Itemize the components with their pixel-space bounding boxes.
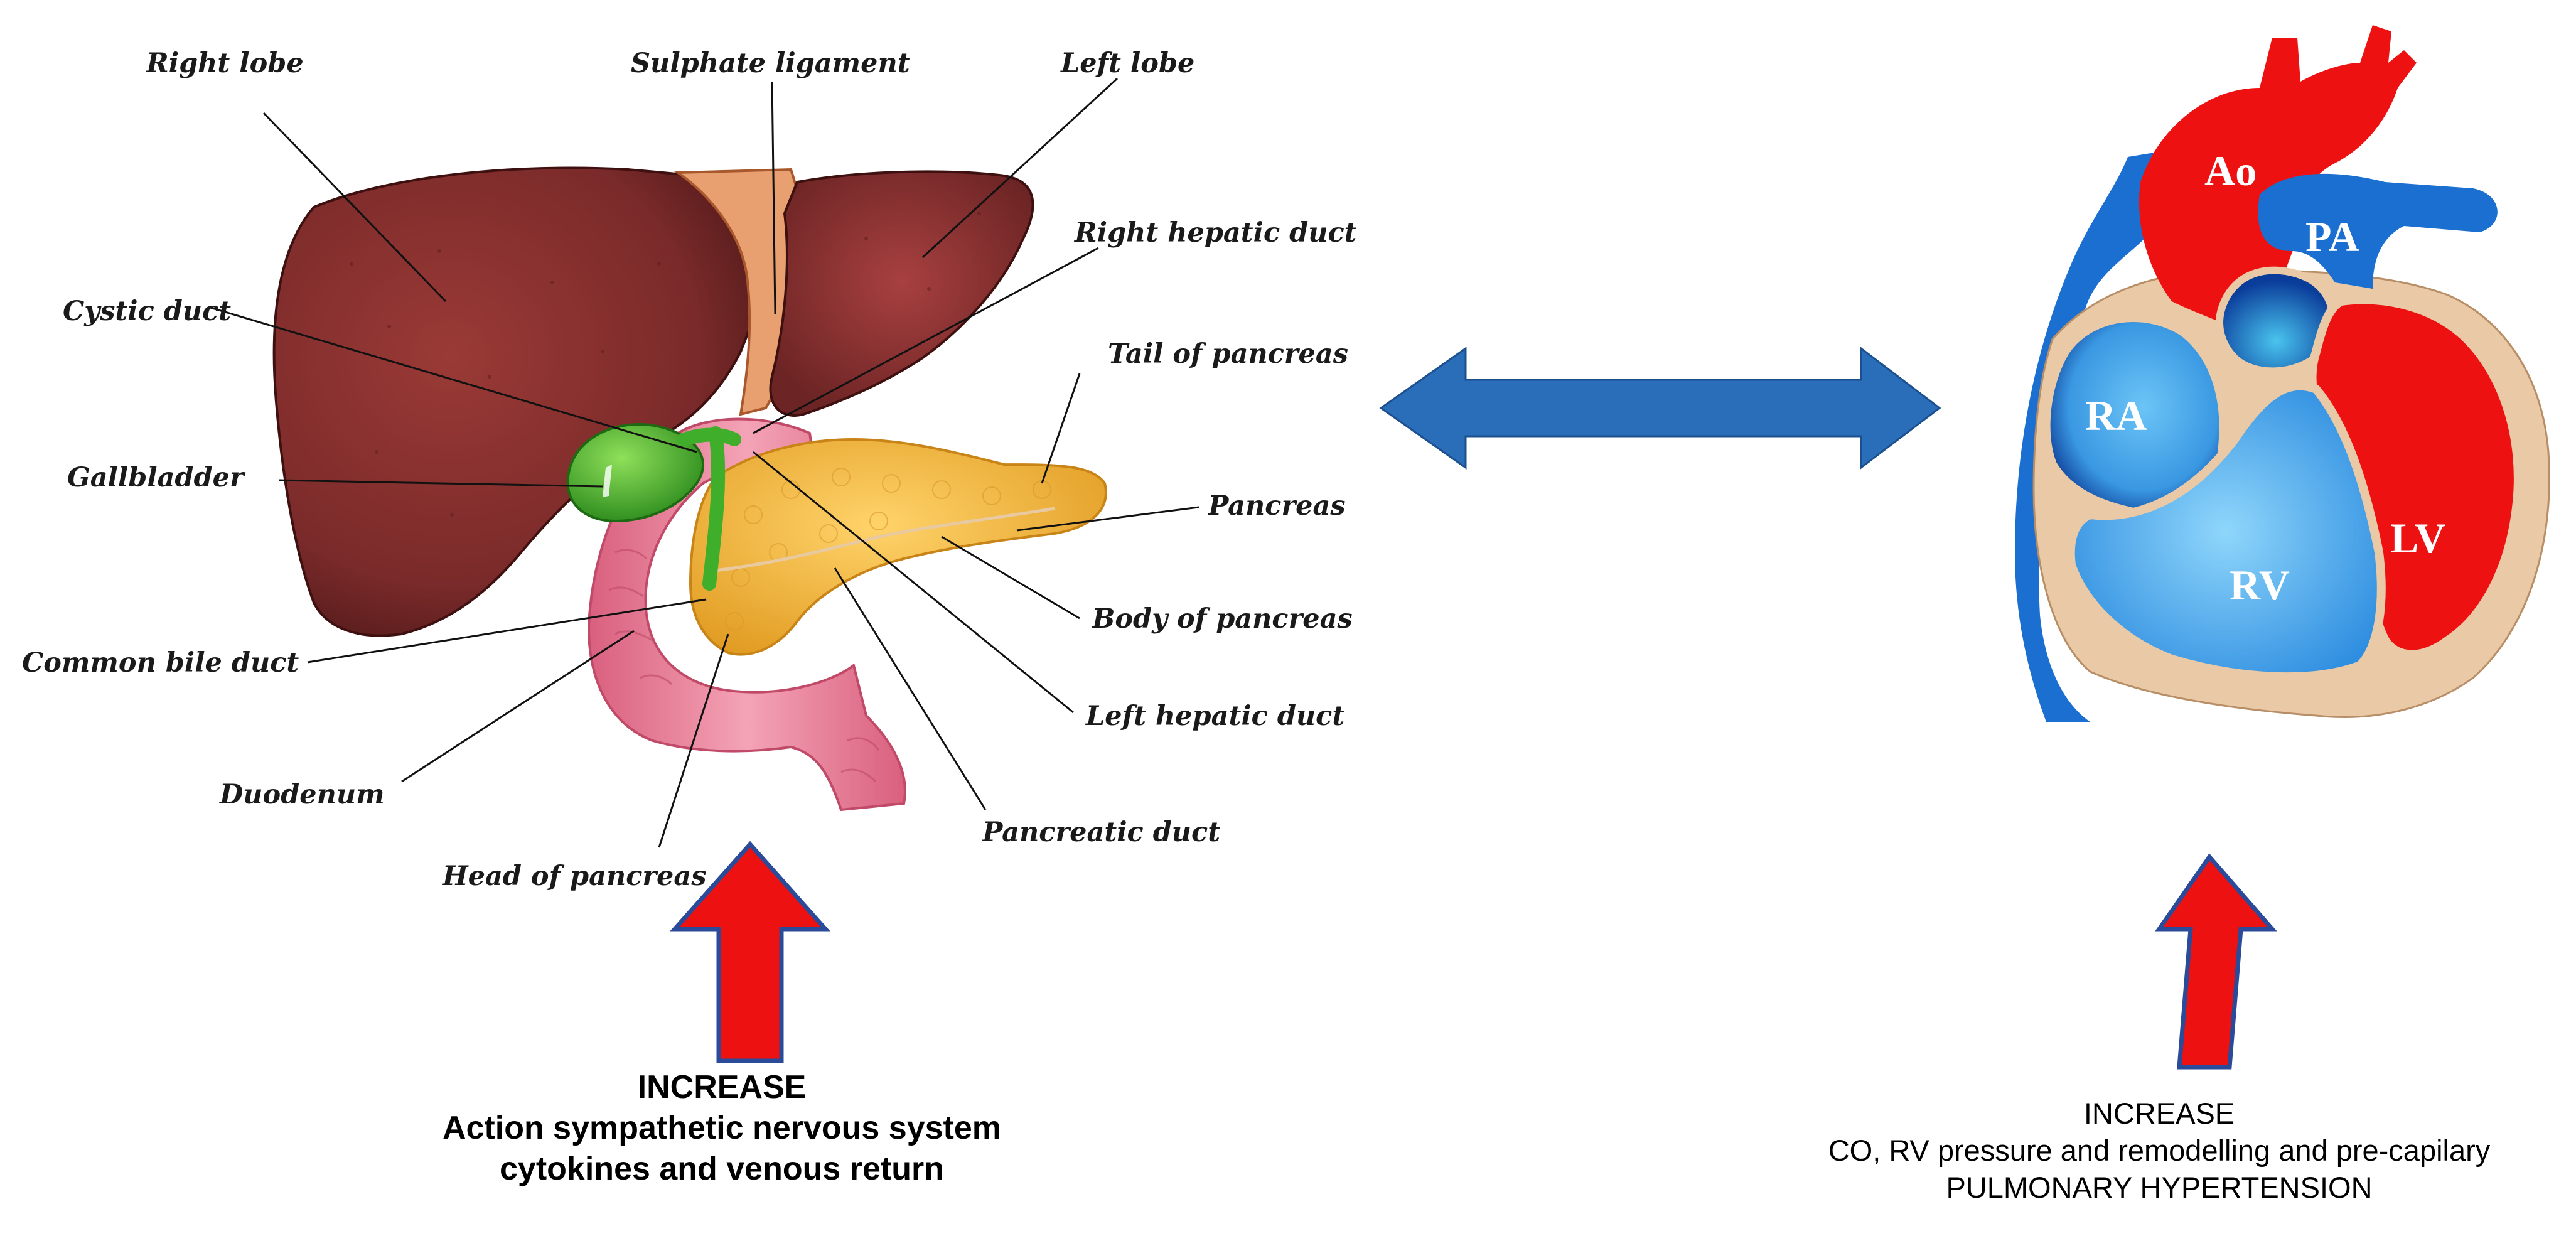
liver-illustration: [272, 166, 1107, 812]
increase-arrow-right: [2155, 853, 2277, 1070]
left-caption-line3: cytokines and venous return: [500, 1151, 944, 1187]
label-left-hepatic-duct: Left hepatic duct: [1085, 701, 1344, 732]
right-ventricle-shape: [2066, 381, 2386, 682]
label-duodenum: Duodenum: [218, 779, 385, 810]
label-body-of-pancreas: Body of pancreas: [1091, 603, 1353, 635]
bidirectional-arrow: [1379, 346, 1941, 470]
label-left-lobe: Left lobe: [1060, 48, 1194, 79]
label-pancreatic-duct: Pancreatic duct: [981, 817, 1220, 848]
right-caption-title: INCREASE: [2083, 1097, 2235, 1130]
pancreas-shape: [689, 438, 1107, 656]
left-caption-title: INCREASE: [637, 1069, 807, 1105]
bile-ducts: [677, 426, 741, 591]
label-tail-of-pancreas: Tail of pancreas: [1108, 338, 1348, 370]
liver-texture: [350, 212, 981, 517]
label-head-of-pancreas: Head of pancreas: [441, 861, 707, 892]
liver-labels: Right lobe Sulphate ligament Left lobe R…: [22, 48, 1357, 892]
left-caption: INCREASE Action sympathetic nervous syst…: [383, 1067, 1061, 1190]
right-caption-line2: CO, RV pressure and remodelling and pre-…: [1828, 1133, 2491, 1167]
gallbladder-shape: [566, 423, 704, 523]
label-pancreas: Pancreas: [1207, 490, 1346, 522]
aorta-shape: [2139, 25, 2417, 339]
label-pa: PA: [2305, 213, 2359, 261]
pancreas-texture: [725, 468, 1051, 631]
label-sulphate-ligament: Sulphate ligament: [631, 48, 910, 79]
right-caption: INCREASE CO, RV pressure and remodelling…: [1732, 1095, 2576, 1206]
increase-arrow-left: [670, 841, 830, 1063]
label-ao: Ao: [2204, 147, 2257, 195]
label-right-hepatic-duct: Right hepatic duct: [1073, 217, 1357, 249]
right-caption-line3: PULMONARY HYPERTENSION: [1946, 1170, 2373, 1204]
left-caption-line2: Action sympathetic nervous system: [442, 1110, 1002, 1146]
duodenum-folds: [608, 549, 880, 783]
label-right-lobe: Right lobe: [145, 48, 304, 79]
label-ra: RA: [2085, 392, 2147, 439]
liver-left-lobe-shape: [769, 170, 1034, 417]
pulmonary-artery-shape: [2258, 173, 2498, 289]
gallbladder-highlight: [603, 465, 612, 497]
label-cystic-duct: Cystic duct: [63, 296, 231, 327]
pancreatic-duct-line: [709, 507, 1055, 573]
heart-illustration: Ao PA RA RV LV: [2015, 25, 2550, 722]
label-gallbladder: Gallbladder: [67, 462, 246, 493]
leader-lines: [210, 77, 1199, 848]
label-rv: RV: [2230, 561, 2290, 609]
label-lv: LV: [2390, 514, 2445, 562]
label-common-bile-duct: Common bile duct: [22, 647, 299, 679]
